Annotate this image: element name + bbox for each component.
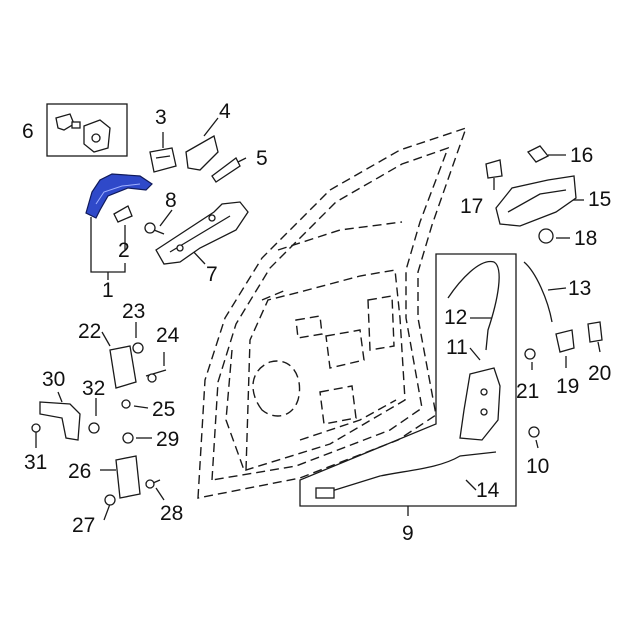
check-arm-30 [39, 401, 81, 441]
callout-20: 20 [588, 362, 611, 385]
nut-32 [88, 422, 100, 434]
callout-15: 15 [588, 188, 611, 211]
callout-29: 29 [156, 428, 179, 451]
callout-32: 32 [82, 377, 105, 400]
callout-12: 12 [444, 306, 467, 329]
hinge-22 [109, 345, 137, 389]
clip-17 [485, 159, 503, 179]
hinge-26 [115, 455, 141, 499]
screw-8 [144, 222, 165, 235]
bolt-31 [31, 423, 41, 433]
leader-lines [35, 103, 601, 521]
callout-26: 26 [68, 460, 91, 483]
callout-22: 22 [78, 320, 101, 343]
callout-16: 16 [570, 144, 593, 167]
bolt-25 [121, 399, 131, 409]
clip-3 [149, 147, 177, 173]
door-inner-panel [197, 126, 468, 499]
bolt-10 [528, 426, 540, 438]
trim-wedge-4 [185, 135, 219, 171]
callout-13: 13 [568, 277, 591, 300]
door-latch-11 [459, 367, 501, 441]
callout-17: 17 [460, 195, 483, 218]
bolt-24 [147, 373, 157, 383]
callout-8: 8 [165, 189, 177, 212]
callout-31: 31 [24, 451, 47, 474]
callout-27: 27 [72, 514, 95, 537]
callout-18: 18 [574, 227, 597, 250]
callout-1: 1 [102, 279, 114, 302]
clip-16 [526, 145, 550, 163]
cable-12 [447, 260, 500, 351]
callout-28: 28 [160, 502, 183, 525]
callout-30: 30 [42, 368, 65, 391]
bolt-28 [145, 479, 155, 489]
callout-6: 6 [22, 120, 34, 143]
striker-19 [555, 329, 575, 353]
bolt-29 [122, 432, 134, 444]
bolt-21 [524, 348, 536, 360]
cable-14 [321, 451, 497, 495]
lock-cylinder-kit [55, 113, 111, 153]
callout-25: 25 [152, 398, 175, 421]
callout-21: 21 [516, 380, 539, 403]
callout-24: 24 [156, 324, 180, 347]
callout-19: 19 [556, 375, 579, 398]
callout-23: 23 [122, 300, 145, 323]
rod-13 [523, 261, 553, 323]
callout-14: 14 [476, 479, 500, 502]
bolt-27 [104, 494, 116, 506]
callout-2: 2 [118, 239, 130, 262]
interior-handle-15 [495, 175, 577, 227]
callout-9: 9 [402, 522, 414, 545]
trim-5 [211, 157, 241, 183]
callout-7: 7 [206, 263, 218, 286]
bolt-23 [132, 342, 144, 354]
bumper-18 [538, 228, 554, 244]
callout-labels: 1 2 3 4 5 6 7 8 9 10 11 12 13 14 15 16 1… [22, 100, 611, 545]
callout-4: 4 [219, 100, 231, 123]
pad-20 [587, 321, 603, 343]
callout-5: 5 [256, 147, 268, 170]
handle-cap [113, 205, 133, 223]
callout-10: 10 [526, 455, 549, 478]
callout-3: 3 [155, 106, 167, 129]
callout-11: 11 [446, 336, 468, 359]
